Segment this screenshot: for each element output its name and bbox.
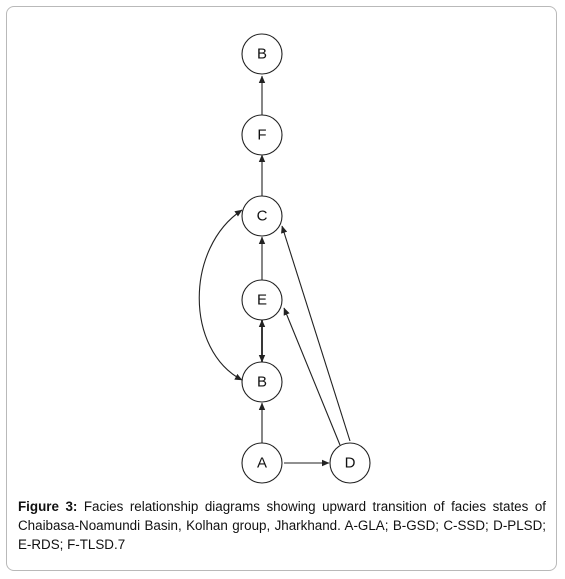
node-f: F xyxy=(241,114,283,156)
node-d-label: D xyxy=(345,455,356,472)
node-f-label: F xyxy=(257,127,266,144)
node-low-b: B xyxy=(241,361,283,403)
node-c: C xyxy=(241,195,283,237)
node-top-b: B xyxy=(241,33,283,75)
edge-c-low-b-curved-bidirectional xyxy=(198,209,243,381)
figure-caption: Figure 3: Facies relationship diagrams s… xyxy=(18,497,546,554)
node-e: E xyxy=(241,279,283,321)
edge-d-to-e xyxy=(283,307,341,446)
figure-frame xyxy=(6,6,557,571)
node-d: D xyxy=(329,442,371,484)
node-e-label: E xyxy=(257,292,267,309)
node-c-label: C xyxy=(257,208,268,225)
node-top-b-label: B xyxy=(257,46,267,63)
node-low-b-label: B xyxy=(257,374,267,391)
caption-label: Figure 3: xyxy=(18,499,78,514)
caption-text: Facies relationship diagrams showing upw… xyxy=(18,499,547,552)
node-a: A xyxy=(241,442,283,484)
node-a-label: A xyxy=(257,455,267,472)
edge-d-to-c xyxy=(281,225,351,442)
